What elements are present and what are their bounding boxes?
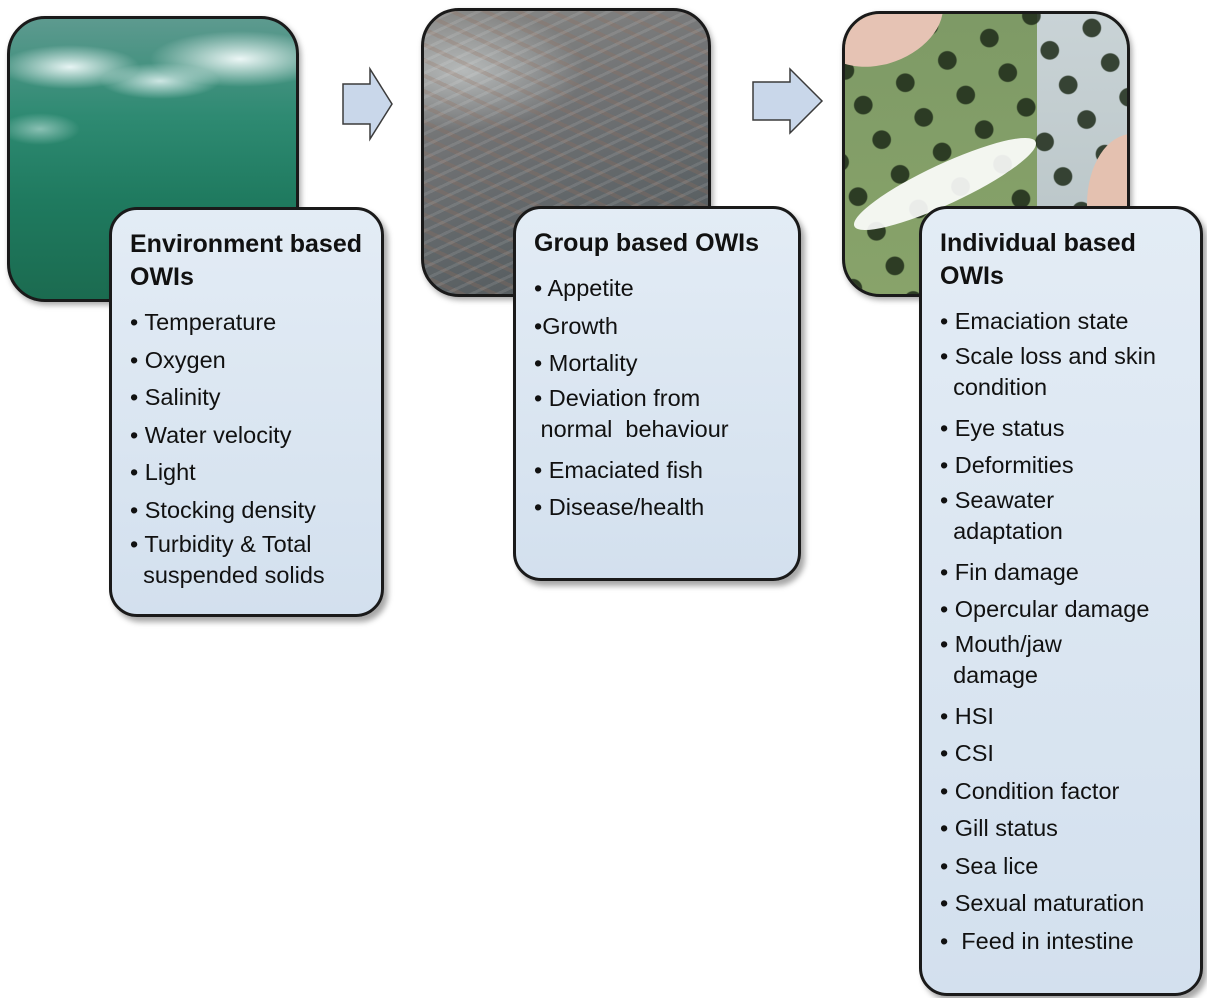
list-item: • Stocking density (130, 496, 316, 523)
list-item: • Salinity (130, 384, 221, 410)
list-item: • Opercular damage (940, 596, 1150, 622)
right-arrow-icon (342, 66, 393, 142)
list-item: • Sexual maturation (940, 890, 1145, 916)
list-item: • Condition factor (940, 777, 1120, 804)
individual-owis-panel: Individual based OWIs • Emaciation state… (919, 206, 1203, 996)
list-item: • CSI (940, 740, 994, 766)
list-item: • Seawater adaptation (940, 486, 1063, 544)
list-item: •Growth (534, 312, 618, 339)
group-owis-panel: Group based OWIs • Appetite •Growth • Mo… (513, 206, 801, 581)
list-item: • Fin damage (940, 558, 1079, 585)
list-item: • Mortality (534, 350, 638, 376)
panel-title: Individual based OWIs (940, 229, 1136, 290)
list-item: • Disease/health (534, 494, 705, 520)
list-item: • Sea lice (940, 852, 1039, 879)
list-item: • Scale loss and skin condition (940, 342, 1156, 400)
list-item: • Emaciation state (940, 308, 1129, 334)
owi-list: • Emaciation state • Scale loss and skin… (940, 303, 1186, 960)
list-item: • Emaciated fish (534, 456, 703, 483)
list-item: • Mouth/jaw damage (940, 630, 1062, 688)
list-item: • Feed in intestine (940, 927, 1134, 954)
list-item: • Turbidity & Total suspended solids (130, 531, 325, 588)
environment-owis-panel: Environment based OWIs • Temperature • O… (109, 207, 384, 617)
list-item: • Oxygen (130, 346, 226, 373)
list-item: • Appetite (534, 275, 634, 301)
list-item: • Eye status (940, 414, 1065, 441)
list-item: • Temperature (130, 309, 277, 335)
owi-list: • Temperature • Oxygen • Salinity • Wate… (130, 304, 367, 598)
list-item: • Water velocity (130, 421, 292, 448)
list-item: • HSI (940, 702, 994, 729)
list-item: • Light (130, 459, 196, 485)
list-item: • Deviation from normal behaviour (534, 384, 729, 442)
list-item: • Gill status (940, 815, 1058, 841)
right-arrow-icon (752, 67, 824, 135)
owi-list: • Appetite •Growth • Mortality • Deviati… (534, 270, 784, 527)
list-item: • Deformities (940, 452, 1074, 478)
panel-title: Group based OWIs (534, 229, 760, 257)
panel-title: Environment based OWIs (130, 230, 362, 291)
